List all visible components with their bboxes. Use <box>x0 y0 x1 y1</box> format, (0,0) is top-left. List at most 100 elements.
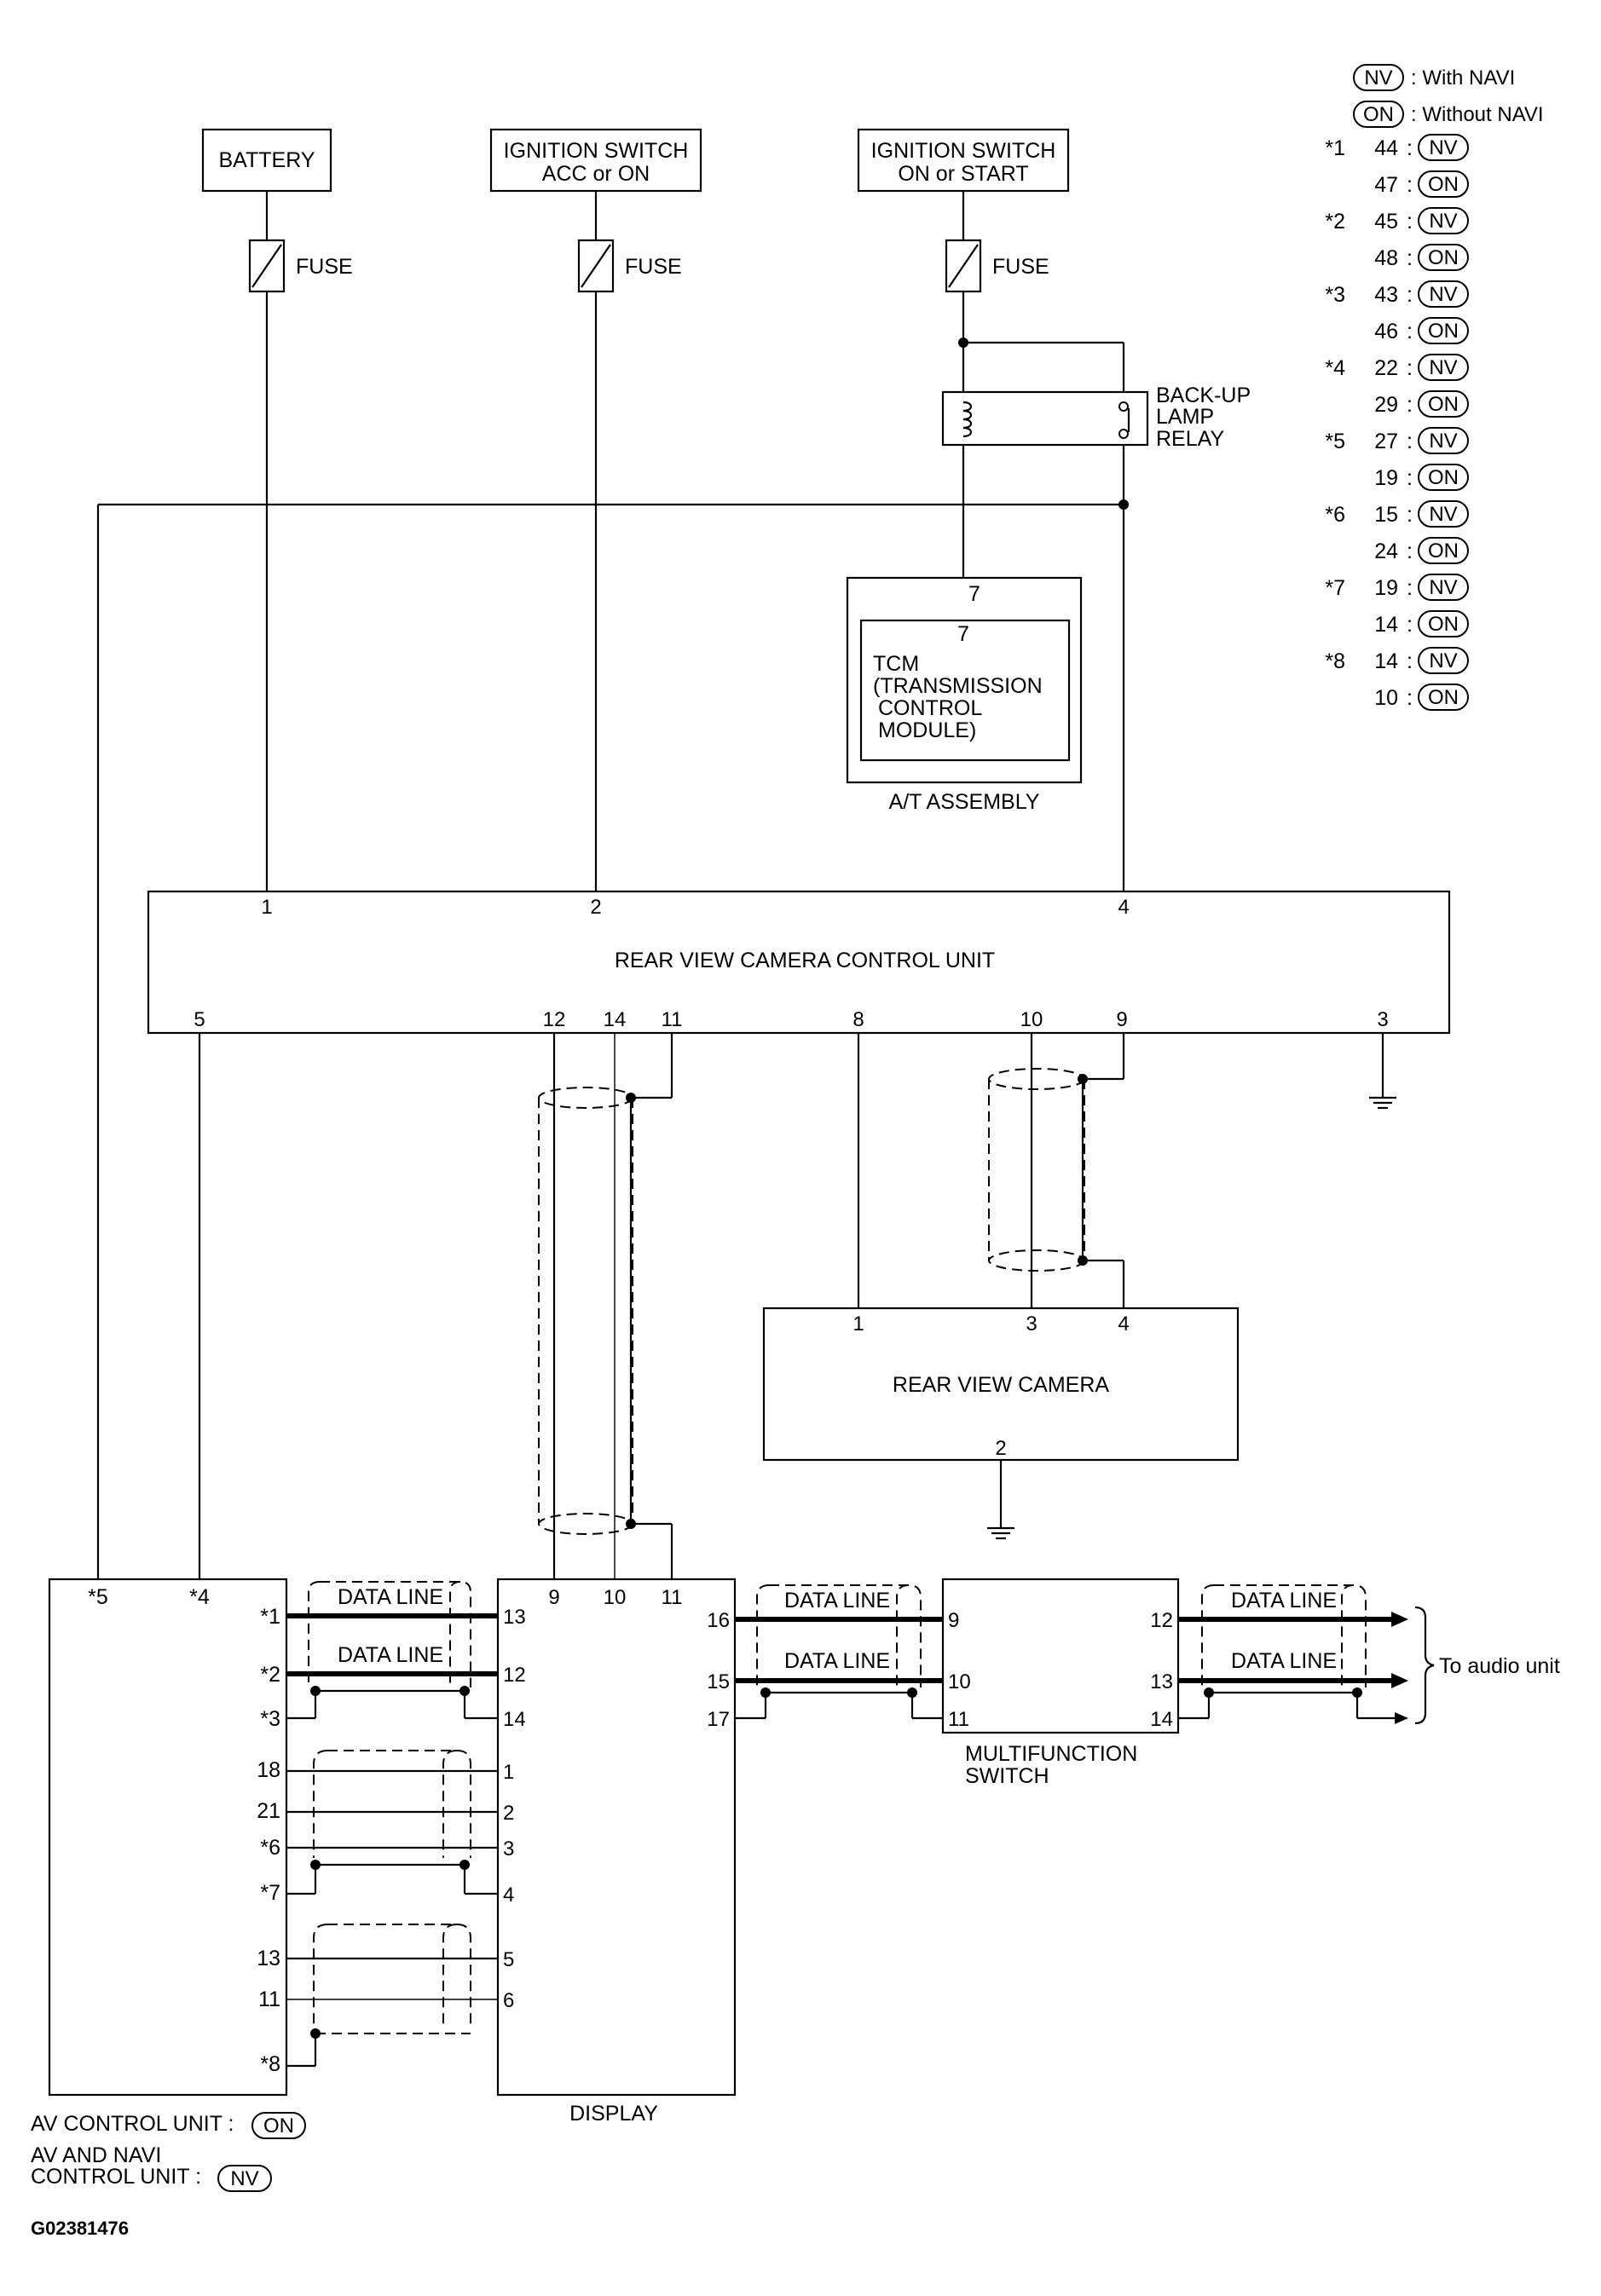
mfs-audio-harness: DATA LINE DATA LINE To audio unit <box>1178 1584 1560 1725</box>
mfs-pin-11: 11 <box>948 1708 969 1731</box>
display-pin-3: 3 <box>503 1837 514 1860</box>
mfs-label-1: MULTIFUNCTION <box>965 1742 1137 1766</box>
legend-tag-nv: NV <box>1429 210 1457 233</box>
legend-pin-nv-8: 14 <box>1374 649 1398 673</box>
multifunction-switch: 9 10 11 12 13 14 MULTIFUNCTION SWITCH <box>941 1578 1180 1788</box>
tcm-label-4: MODULE) <box>878 718 976 742</box>
fuse-battery: FUSE <box>248 191 353 293</box>
display-pin-5: 5 <box>503 1948 514 1971</box>
camera-wiring <box>857 1033 1125 1308</box>
ignition-switch-start: IGNITION SWITCH ON or START <box>857 128 1070 193</box>
rvccu-label: REAR VIEW CAMERA CONTROL UNIT <box>615 949 995 972</box>
display-label: DISPLAY <box>569 2102 658 2126</box>
legend-pin-on-4: 29 <box>1374 393 1398 417</box>
ign-acc-label-1: IGNITION SWITCH <box>504 139 689 163</box>
legend-tag-nv: NV <box>1429 503 1457 526</box>
display-pin-17: 17 <box>707 1708 730 1731</box>
av-pin-21: 21 <box>257 1799 280 1823</box>
mfs-label-2: SWITCH <box>965 1764 1049 1788</box>
ground-rvccu <box>1369 1033 1396 1110</box>
legend-tag-oval <box>1418 317 1469 344</box>
legend-colon: : <box>1407 136 1413 160</box>
legend-pin-nv-3: 43 <box>1374 283 1398 307</box>
ignition-switch-acc: IGNITION SWITCH ACC or ON <box>489 128 702 193</box>
av-pin-13: 13 <box>257 1947 280 1970</box>
legend-tag-on: ON <box>1428 320 1459 343</box>
data-line-label-2: DATA LINE <box>338 1643 443 1667</box>
av-pin-18: 18 <box>257 1758 280 1782</box>
display-pin-16: 16 <box>707 1609 730 1632</box>
legend-star-8: *8 <box>1325 649 1345 673</box>
tcm-label-2: (TRANSMISSION <box>873 674 1043 698</box>
data-line-label-3: DATA LINE <box>784 1589 890 1612</box>
legend-tag-on: ON <box>1428 686 1459 709</box>
legend-colon: : <box>1407 320 1413 343</box>
fuse-acc-label: FUSE <box>625 255 682 279</box>
legend-tag-oval <box>1418 390 1469 418</box>
av-label-1: AV CONTROL UNIT : <box>31 2112 234 2136</box>
legend-star-6: *6 <box>1325 503 1345 527</box>
legend-colon: : <box>1407 613 1413 637</box>
legend-pin-nv-2: 45 <box>1374 210 1398 234</box>
av-label-1-tag: ON <box>263 2114 294 2137</box>
display-pin-15: 15 <box>707 1670 730 1693</box>
mfs-pin-13: 13 <box>1150 1670 1173 1693</box>
legend-tag-nv: NV <box>1429 576 1457 599</box>
camera-pin-3: 3 <box>1026 1312 1037 1335</box>
legend-pin-on-8: 10 <box>1374 686 1398 710</box>
legend-pin-on-7: 14 <box>1374 613 1398 637</box>
tcm-label-1: TCM <box>873 652 919 676</box>
rvccu-pin-2: 2 <box>590 896 601 919</box>
camera-label: REAR VIEW CAMERA <box>893 1373 1110 1397</box>
legend-colon: : <box>1407 210 1413 234</box>
legend-colon: : <box>1407 576 1413 600</box>
display-pin-4: 4 <box>503 1884 514 1907</box>
legend-star-5: *5 <box>1325 430 1345 453</box>
ign-start-label-2: ON or START <box>898 162 1028 186</box>
av-pin-star8: *8 <box>260 2052 280 2076</box>
legend-star-1: *1 <box>1325 136 1345 160</box>
legend-tag-nv: NV <box>1429 136 1457 159</box>
legend-tag-on: ON <box>1428 246 1459 269</box>
av-pin-11: 11 <box>258 1987 280 2011</box>
legend-pin-on-1: 47 <box>1374 173 1398 197</box>
av-label-2b: CONTROL UNIT : <box>31 2165 201 2189</box>
relay-label-1: BACK-UP <box>1156 384 1251 407</box>
rvccu-pin-4: 4 <box>1118 896 1129 919</box>
rvccu-pin-9: 9 <box>1116 1008 1127 1031</box>
av-label-2a: AV AND NAVI <box>31 2143 161 2167</box>
display-pin-14: 14 <box>503 1708 526 1731</box>
data-line-label-6: DATA LINE <box>1231 1649 1337 1673</box>
rvccu-pin-8: 8 <box>853 1008 864 1031</box>
legend-tag-oval <box>1418 684 1469 711</box>
display-pin-1: 1 <box>503 1761 514 1784</box>
legend-tag-oval <box>1418 280 1469 308</box>
at-assembly-label: A/T ASSEMBLY <box>889 790 1040 814</box>
fuse-acc: FUSE <box>577 191 682 293</box>
rear-view-camera-control-unit: 1 2 4 REAR VIEW CAMERA CONTROL UNIT 5 12… <box>147 890 1451 1035</box>
legend-tag-oval <box>1418 610 1469 637</box>
display-mfs-harness: DATA LINE DATA LINE <box>735 1584 943 1720</box>
figure-id: G02381476 <box>31 2218 129 2239</box>
ign-start-label-1: IGNITION SWITCH <box>871 139 1056 163</box>
display-pin-10: 10 <box>604 1586 627 1609</box>
legend-tag-on: ON <box>1428 173 1459 196</box>
relay-label-2: LAMP <box>1156 405 1214 429</box>
mfs-pin-12: 12 <box>1150 1609 1173 1632</box>
legend-tag-oval <box>1418 354 1469 381</box>
legend-colon: : <box>1407 503 1413 527</box>
mfs-pin-14: 14 <box>1150 1708 1173 1731</box>
tcm-pin-outer: 7 <box>968 582 980 606</box>
legend-colon: : <box>1407 539 1413 563</box>
legend-tag-nv: NV <box>1429 283 1457 306</box>
legend-colon: : <box>1407 356 1413 380</box>
mfs-pin-10: 10 <box>948 1670 971 1693</box>
legend-nv-tag: NV <box>1364 66 1392 89</box>
legend-tag-nv: NV <box>1429 649 1457 672</box>
legend-tag-oval <box>1418 647 1469 674</box>
legend-without-navi: : Without NAVI <box>1411 103 1544 126</box>
display-pin-6: 6 <box>503 1989 514 2012</box>
av-pin-star7: *7 <box>260 1881 280 1905</box>
